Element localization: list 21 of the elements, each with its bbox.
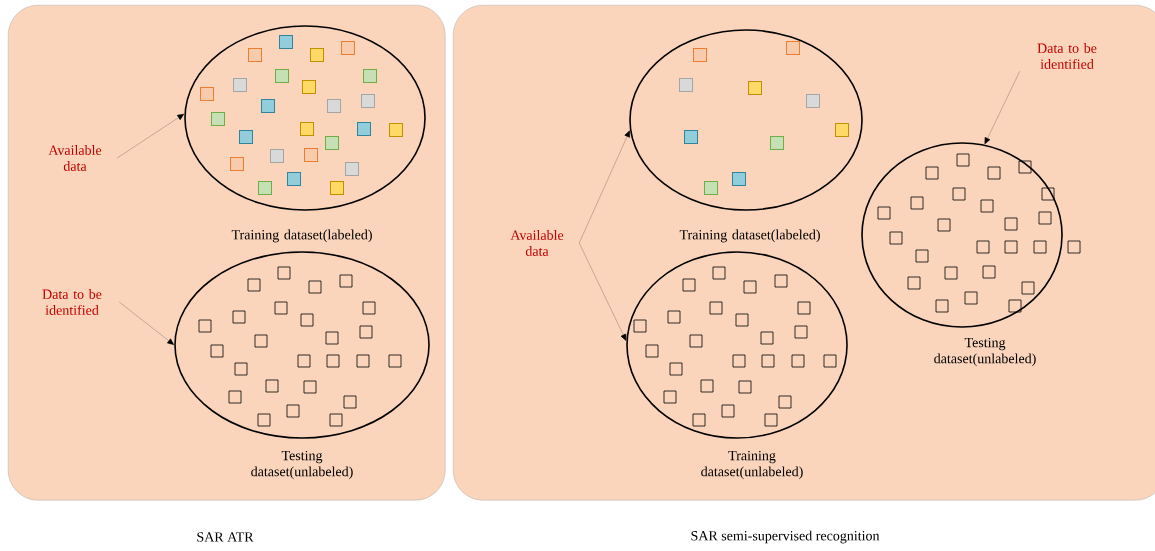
dataset-ellipse: [626, 251, 848, 439]
dataset-label: Training dataset(labeled): [679, 229, 820, 243]
leader-arrow: [118, 301, 174, 345]
leader-arrow: [578, 130, 630, 244]
panel-caption: SAR semi-supervised recognition: [691, 530, 880, 544]
callout-text: Available data: [48, 145, 102, 171]
callout-text: Data to be identified: [42, 289, 102, 315]
dataset-ellipse: [184, 25, 426, 211]
callout-text: Data to be identified: [1037, 43, 1097, 69]
panel-caption: SAR ATR: [197, 532, 254, 542]
leader-arrow: [984, 70, 1021, 145]
dataset-ellipse: [174, 251, 430, 439]
dataset-ellipse: [629, 29, 863, 211]
dataset-label: Training dataset(labeled): [231, 229, 372, 243]
dataset-label: Testing dataset(unlabeled): [251, 450, 353, 480]
dataset-ellipse: [861, 142, 1063, 328]
leader-arrow: [578, 242, 627, 341]
dataset-label: Testing dataset(unlabeled): [934, 337, 1036, 367]
dataset-label: Training dataset(unlabeled): [701, 450, 803, 480]
leader-arrow: [116, 113, 184, 159]
callout-text: Available data: [510, 230, 564, 256]
